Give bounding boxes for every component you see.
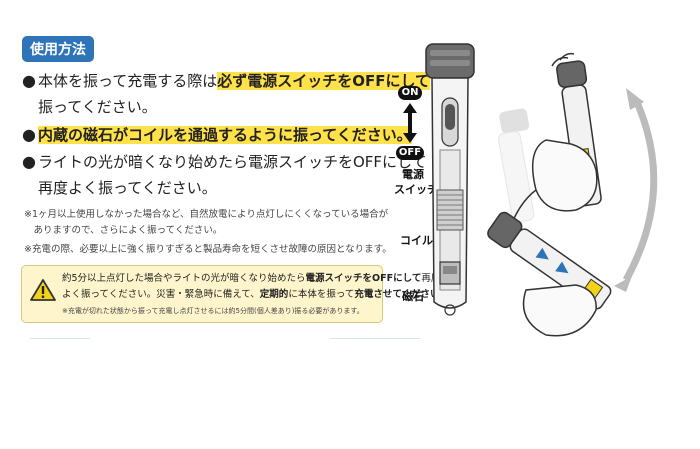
note-1-line2: ありますので、さらによく振ってください。 bbox=[24, 225, 223, 236]
note-1-line1: ※1ヶ月以上使用しなかった場合など、自然放電により点灯しにくくなっている場合が bbox=[24, 209, 389, 220]
warning-triangle-icon bbox=[30, 279, 56, 301]
shaking-flashlight-illustration bbox=[487, 52, 658, 337]
divider-left bbox=[30, 338, 90, 339]
note-2: ※充電の際、必要以上に強く振りすぎると製品寿命を短くさせ故障の原因となります。 bbox=[24, 244, 392, 255]
bullet-dot-icon: ● bbox=[22, 125, 36, 144]
divider-right bbox=[330, 338, 420, 339]
instruction-3-text: ライトの光が暗くなり始めたら電源スイッチをOFFにして bbox=[37, 153, 427, 171]
off-label: OFF bbox=[396, 146, 424, 160]
power-switch-label-line1: 電源 bbox=[402, 168, 424, 181]
warning-box: 約5分以上点灯した場合やライトの光が暗くなり始めたら電源スイッチをOFFにして再… bbox=[21, 265, 449, 323]
instruction-3-line2: 再度よく振ってください。 bbox=[38, 179, 217, 197]
power-switch-label-line2: スイッチ bbox=[394, 183, 438, 196]
coil-label: コイル bbox=[400, 234, 433, 247]
on-label: ON bbox=[398, 86, 422, 100]
instruction-1-line2: 振ってください。 bbox=[38, 98, 157, 116]
instruction-1: ●本体を振って充電する際は必ず電源スイッチをOFFにして bbox=[22, 70, 431, 92]
instruction-1-text: 本体を振って充電する際は bbox=[37, 72, 218, 90]
warning-line-3: ※充電が切れた状態から振って充電し点灯させるには約5分間(個人差あり)振る必要が… bbox=[62, 307, 364, 315]
instruction-2-highlight: 内蔵の磁石がコイルを通過するように振ってください。 bbox=[37, 126, 412, 144]
warning-line-2: よく振ってください。災害・緊急時に備えて、定期的に本体を振って充電させてください… bbox=[62, 289, 450, 300]
warning-line-1: 約5分以上点灯した場合やライトの光が暗くなり始めたら電源スイッチをOFFにして再… bbox=[62, 273, 441, 284]
bullet-dot-icon: ● bbox=[22, 71, 36, 90]
section-title: 使用方法 bbox=[22, 36, 94, 62]
instruction-3: ●ライトの光が暗くなり始めたら電源スイッチをOFFにして bbox=[22, 151, 427, 173]
magnet-label: 磁石 bbox=[402, 290, 424, 303]
bullet-dot-icon: ● bbox=[22, 152, 36, 171]
instruction-1-highlight: 必ず電源スイッチをOFFにして bbox=[217, 72, 431, 90]
up-down-arrow-icon bbox=[403, 103, 417, 143]
instruction-2: ●内蔵の磁石がコイルを通過するように振ってください。 bbox=[22, 124, 412, 146]
flashlight-cutaway-illustration bbox=[425, 43, 475, 316]
